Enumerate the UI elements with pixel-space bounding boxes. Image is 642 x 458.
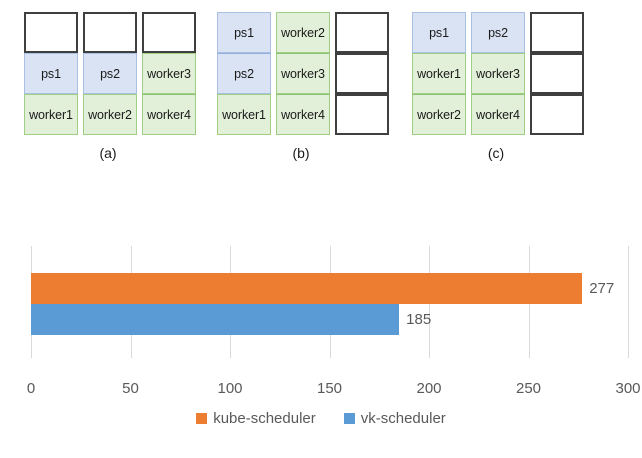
chart-plot-area: 277 185 0 50 100 150 200 250 300 — [27, 246, 641, 397]
bar-value-label: 277 — [589, 280, 615, 297]
empty-slot — [530, 94, 584, 135]
empty-slot — [83, 12, 137, 53]
x-axis-tick-label: 250 — [515, 380, 542, 397]
empty-slot — [530, 53, 584, 94]
worker-pod-cell: worker4 — [276, 94, 330, 135]
bar-vk-scheduler — [31, 304, 400, 335]
legend-item-vk-scheduler[interactable]: vk-scheduler — [343, 410, 446, 427]
bar-kube-scheduler — [31, 273, 583, 304]
worker-pod-cell: worker1 — [24, 94, 78, 135]
ps-pod-cell: ps1 — [217, 12, 271, 53]
worker-pod-cell: worker2 — [276, 12, 330, 53]
empty-slot — [335, 53, 389, 94]
ps-pod-cell: ps2 — [471, 12, 525, 53]
ps-pod-cell: ps2 — [83, 53, 137, 94]
worker-pod-cell: worker1 — [217, 94, 271, 135]
worker-pod-cell: worker3 — [471, 53, 525, 94]
worker-pod-cell: worker3 — [142, 53, 196, 94]
empty-slot — [24, 12, 78, 53]
group-caption: (a) — [99, 145, 117, 161]
x-axis-tick-label: 200 — [416, 380, 442, 397]
legend-label: vk-scheduler — [360, 410, 446, 427]
group-caption: (c) — [487, 145, 505, 161]
bar-value-label: 185 — [406, 311, 432, 328]
worker-pod-cell: worker4 — [142, 94, 196, 135]
empty-slot — [142, 12, 196, 53]
x-axis-tick-label: 300 — [615, 380, 641, 397]
ps-pod-cell: ps1 — [412, 12, 466, 53]
node-column — [335, 12, 389, 135]
empty-slot — [335, 94, 389, 135]
ps-pod-cell: ps1 — [24, 53, 78, 94]
scheduler-comparison-chart: 277 185 0 50 100 150 200 250 300 kube-scheduler v… — [0, 230, 642, 458]
node-column — [530, 12, 584, 135]
ps-pod-cell: ps2 — [217, 53, 271, 94]
x-axis-tick-label: 100 — [217, 380, 243, 397]
empty-slot — [335, 12, 389, 53]
legend-label: kube-scheduler — [213, 410, 316, 427]
chart-legend: kube-scheduler vk-scheduler — [0, 410, 642, 427]
x-axis-tick-label: 150 — [316, 380, 343, 397]
legend-item-kube-scheduler[interactable]: kube-scheduler — [196, 410, 316, 427]
empty-slot — [530, 12, 584, 53]
x-axis-tick-label: 0 — [26, 380, 36, 397]
worker-pod-cell: worker3 — [276, 53, 330, 94]
worker-pod-cell: worker1 — [412, 53, 466, 94]
gridline — [628, 246, 629, 358]
worker-pod-cell: worker2 — [412, 94, 466, 135]
group-caption: (b) — [292, 145, 310, 161]
x-axis-tick-label: 50 — [122, 380, 139, 397]
worker-pod-cell: worker4 — [471, 94, 525, 135]
worker-pod-cell: worker2 — [83, 94, 137, 135]
legend-swatch-icon — [196, 413, 208, 424]
legend-swatch-icon — [343, 413, 355, 424]
